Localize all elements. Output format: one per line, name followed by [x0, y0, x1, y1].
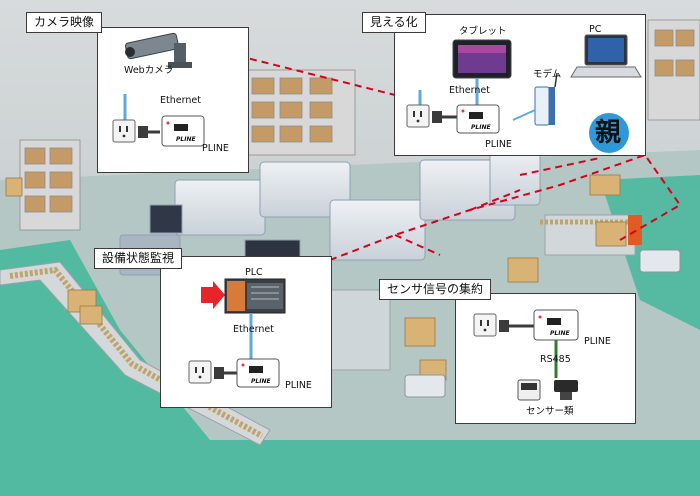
visual-panel-diagram	[406, 34, 642, 153]
plug-icon	[138, 126, 160, 138]
arrow-right-icon	[201, 281, 225, 309]
rs485-label: RS485	[540, 354, 571, 365]
walkway	[0, 240, 700, 496]
pline-device-brand: PLINE	[176, 136, 196, 143]
plc-icon	[224, 278, 286, 314]
plc-label: PLC	[245, 267, 263, 278]
agv-robots	[404, 215, 681, 398]
parent-badge: 親	[595, 118, 622, 148]
plug-icon	[432, 111, 457, 123]
pline-label: PLINE	[202, 143, 229, 154]
storage-shelves	[19, 19, 700, 231]
sensor-panel-title: センサ信号の集約	[379, 279, 492, 300]
pline-device-icon	[236, 358, 280, 388]
modem-label: モデム	[533, 69, 562, 80]
power-outlet-icon	[112, 119, 136, 143]
equipment-panel-diagram	[188, 278, 286, 388]
camera-panel-diagram	[112, 32, 205, 147]
parent-badge-circle	[589, 113, 629, 153]
laptop-icon	[570, 34, 642, 78]
pline-device-brand: PLINE	[471, 124, 491, 131]
pline-device-icon	[161, 115, 205, 147]
pline-label: PLINE	[485, 139, 512, 150]
plug-icon	[214, 367, 237, 379]
webcam-icon	[124, 32, 192, 68]
camera-panel: Webカメラ Ethernet PLINE PLINE	[97, 27, 249, 173]
ethernet-line-modem	[512, 109, 536, 121]
sensor-panel-diagram	[473, 309, 579, 401]
equipment-panel: PLC Ethernet PLINE PLINE	[160, 256, 332, 408]
tablet-label: タブレット	[459, 26, 507, 37]
pline-device-icon	[533, 309, 579, 341]
sensor-panel: PLINE PLINE RS485 センサー類	[455, 293, 636, 424]
production-machines	[119, 149, 541, 276]
pline-device-brand: PLINE	[550, 330, 570, 337]
webcam-label: Webカメラ	[124, 65, 174, 76]
camera-panel-title: カメラ映像	[26, 12, 103, 33]
visual-panel: タブレット PC モデム Ethernet PLINE PLINE 親	[394, 14, 646, 156]
ethernet-label: Ethernet	[233, 324, 274, 335]
tablet-icon	[452, 39, 512, 79]
pline-device-brand: PLINE	[251, 378, 271, 385]
ethernet-label: Ethernet	[160, 95, 201, 106]
power-outlet-icon	[188, 360, 212, 384]
sensors-label: センサー類	[526, 406, 574, 417]
plug-icon	[499, 320, 534, 332]
pc-label: PC	[589, 24, 602, 35]
equipment-panel-title: 設備状態監視	[94, 248, 183, 269]
sensor-icon	[517, 379, 578, 401]
pline-label: PLINE	[285, 380, 312, 391]
pline-label: PLINE	[584, 336, 611, 347]
pline-device-icon	[456, 104, 500, 134]
visual-panel-title: 見える化	[362, 12, 426, 33]
modem-icon	[534, 72, 558, 126]
power-outlet-icon	[406, 104, 430, 128]
power-outlet-icon	[473, 313, 497, 337]
ethernet-label: Ethernet	[449, 85, 490, 96]
